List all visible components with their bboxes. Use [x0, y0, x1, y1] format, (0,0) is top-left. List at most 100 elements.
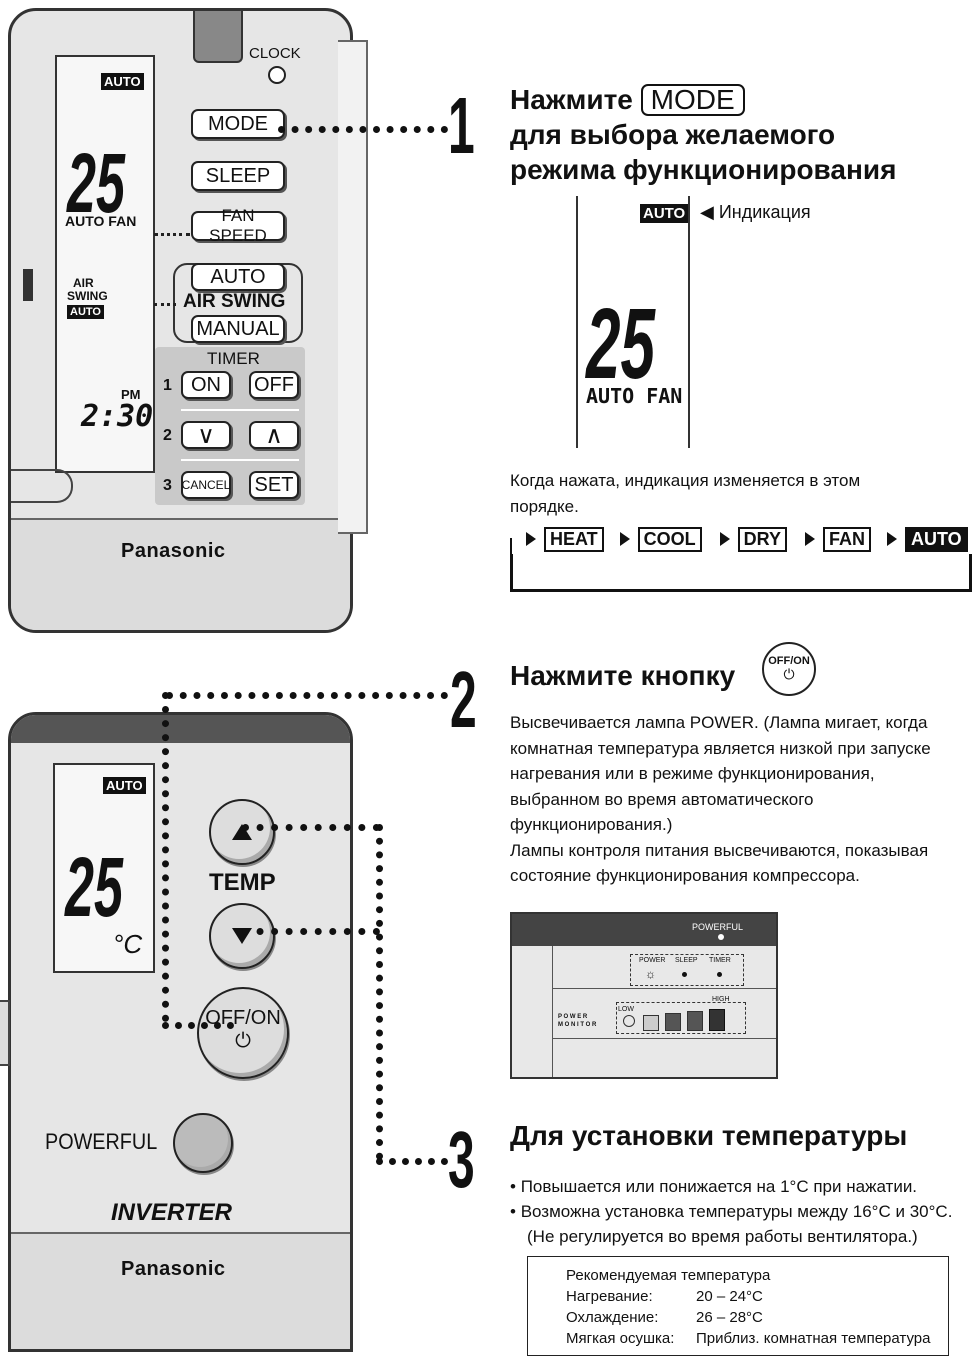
- lcd2-mode-tag: AUTO: [103, 777, 146, 794]
- lamp-group: POWER SLEEP TIMER ☼: [630, 954, 744, 986]
- step2-leader-top: [166, 692, 448, 699]
- monitor-high-label: HIGH: [712, 996, 730, 1003]
- recommended-temperature-box: Рекомендуемая температура Нагревание: 20 …: [527, 1256, 949, 1356]
- powerful-label: POWERFUL: [45, 1129, 158, 1154]
- remote-control-bottom: AUTO 25 °C TEMP OFF/ON ⏻ POWERFUL INVERT…: [8, 712, 353, 1352]
- step1-lcd-temp: 25: [586, 288, 655, 400]
- powerful-button[interactable]: [173, 1113, 233, 1173]
- swing-manual-button[interactable]: MANUAL: [191, 315, 285, 343]
- step1-desc1: Когда нажата, индикация изменяется в это…: [510, 471, 861, 490]
- reco-label: Мягкая осушка:: [566, 1330, 675, 1347]
- mode-sequence: HEAT COOL DRY FAN AUTO: [512, 524, 974, 554]
- step1-press: Нажмите: [510, 84, 633, 115]
- side-slider: [23, 269, 33, 301]
- sun-icon: ☼: [645, 967, 656, 981]
- reco-row: Нагревание: 20 – 24°С: [566, 1286, 948, 1307]
- timer-panel: TIMER 1 ON OFF 2 ∨ ∧ 3 CANCEL SET: [155, 347, 305, 505]
- step1-leader: [278, 126, 448, 133]
- remote-cover-edge: [338, 40, 368, 534]
- ir-window: [193, 11, 243, 63]
- step3-bullet-1: • Повышается или понижается на 1°С при н…: [510, 1177, 918, 1196]
- timer-set-button[interactable]: SET: [249, 471, 299, 499]
- step2-line-1: Высвечивается лампа POWER. (Лампа мигает…: [510, 713, 928, 732]
- remote-control-top: CLOCK AUTO 25 AUTO FAN AIR SWING AUTO PM…: [8, 8, 353, 633]
- step3-bullet-1-text: Повышается или понижается на 1°С при наж…: [520, 1177, 918, 1196]
- timer-up-button[interactable]: ∧: [249, 421, 299, 449]
- timer-title: TIMER: [207, 349, 260, 368]
- clock-label: CLOCK: [249, 45, 301, 62]
- lcd2-unit: °C: [113, 929, 143, 959]
- air-swing-label: AIR SWING: [183, 291, 286, 312]
- lamp-timer-label: TIMER: [709, 957, 731, 964]
- fan-speed-button[interactable]: FAN SPEED: [191, 206, 285, 245]
- lcd-temperature: 25: [67, 136, 125, 230]
- step2-line-6: Лампы контроля питания высвечиваются, по…: [510, 840, 929, 860]
- clock-button[interactable]: [268, 66, 286, 84]
- remote-base: Panasonic: [11, 518, 350, 630]
- timer-step-3: 3: [163, 477, 172, 494]
- step1-lcd: AUTO 25 AUTO FAN: [576, 196, 690, 448]
- monitor-label-bottom: M O N I T O R: [558, 1022, 597, 1028]
- power-icon: ⏻: [783, 666, 795, 682]
- step2-line-5: функционирования.): [510, 815, 673, 834]
- step1-desc2: порядке.: [510, 497, 579, 516]
- step3-note: (Не регулируется во время работы вентиля…: [527, 1227, 918, 1246]
- timer-step-1: 1: [163, 377, 172, 394]
- step2-leader-vertical: [162, 692, 169, 1022]
- fan-speed-leader: [154, 233, 190, 236]
- arrow-icon: [805, 532, 816, 546]
- arrow-icon: [526, 532, 536, 546]
- lcd-display: AUTO 25 AUTO FAN AIR SWING AUTO PM 2:30: [55, 55, 155, 473]
- lcd-mode-tag: AUTO: [101, 73, 144, 90]
- sleep-button[interactable]: SLEEP: [191, 161, 285, 191]
- offon-button[interactable]: OFF/ON ⏻: [197, 987, 289, 1079]
- arrow-icon: [619, 532, 630, 546]
- step2-line-2: комнатная температура является низкой пр…: [510, 738, 931, 758]
- lamp-sleep-label: SLEEP: [675, 957, 698, 964]
- lcd2-temperature: 25: [65, 840, 123, 934]
- temp-label: TEMP: [209, 869, 276, 896]
- brand-logo: Panasonic: [121, 540, 226, 562]
- step3-leader-down: [242, 928, 380, 935]
- step1-mode-box: MODE: [640, 84, 745, 116]
- lcd-display-2: AUTO 25 °C: [53, 763, 155, 973]
- step2-line-7: состояние функционирования компрессора.: [510, 866, 860, 885]
- step1-title: Нажмите MODE: [510, 82, 745, 118]
- power-monitor: [616, 1002, 746, 1034]
- reco-value: 20 – 24°С: [696, 1288, 763, 1305]
- lcd-swing-tag: AUTO: [67, 305, 104, 319]
- sequence-heat: HEAT: [544, 526, 604, 552]
- monitor-label-top: P O W E R: [558, 1014, 588, 1020]
- remote-base-2: Panasonic: [11, 1232, 350, 1349]
- step2-line-4: выбранном во время автоматического: [510, 789, 814, 809]
- step3-number: 3: [448, 1115, 475, 1204]
- offon-icon-label: OFF/ON: [768, 655, 810, 667]
- lcd-swing: SWING: [67, 289, 108, 303]
- reco-row: Охлаждение:26 – 28°С: [566, 1307, 948, 1328]
- reco-label: Нагревание:: [566, 1288, 653, 1305]
- mode-button[interactable]: MODE: [191, 109, 285, 139]
- lamp-power-label: POWER: [639, 957, 666, 964]
- step2-number: 2: [450, 655, 477, 744]
- step3-bullet-2-text: Возможна установка температуры между 16°…: [520, 1202, 953, 1221]
- lcd-fan: AUTO FAN: [65, 213, 137, 229]
- timer-down-button[interactable]: ∨: [181, 421, 231, 449]
- timer-on-button[interactable]: ON: [181, 371, 231, 399]
- temp-down-button[interactable]: [209, 903, 275, 969]
- timer-off-button[interactable]: OFF: [249, 371, 299, 399]
- temp-up-button[interactable]: [209, 799, 275, 865]
- sequence-dry: DRY: [737, 526, 788, 552]
- reco-row: Мягкая осушка:Приблиз. комнатная темпера…: [566, 1328, 948, 1349]
- sequence-fan: FAN: [823, 526, 872, 552]
- monitor-low-label: LOW: [618, 1006, 634, 1013]
- reco-title: Рекомендуемая температура: [566, 1267, 771, 1284]
- sleep-lamp: [682, 972, 687, 977]
- indoor-unit-panel: POWERFUL POWER SLEEP TIMER ☼ LOW HIGH P …: [510, 912, 778, 1079]
- step1-line3: режима функционирования: [510, 154, 897, 185]
- offon-button-icon: OFF/ON ⏻: [762, 642, 816, 696]
- swing-auto-button[interactable]: AUTO: [191, 263, 285, 291]
- sequence-cool: COOL: [637, 526, 702, 552]
- step3-leader-bottom: [376, 1158, 448, 1165]
- arrow-icon: [719, 532, 730, 546]
- timer-cancel-button[interactable]: CANCEL: [181, 471, 231, 499]
